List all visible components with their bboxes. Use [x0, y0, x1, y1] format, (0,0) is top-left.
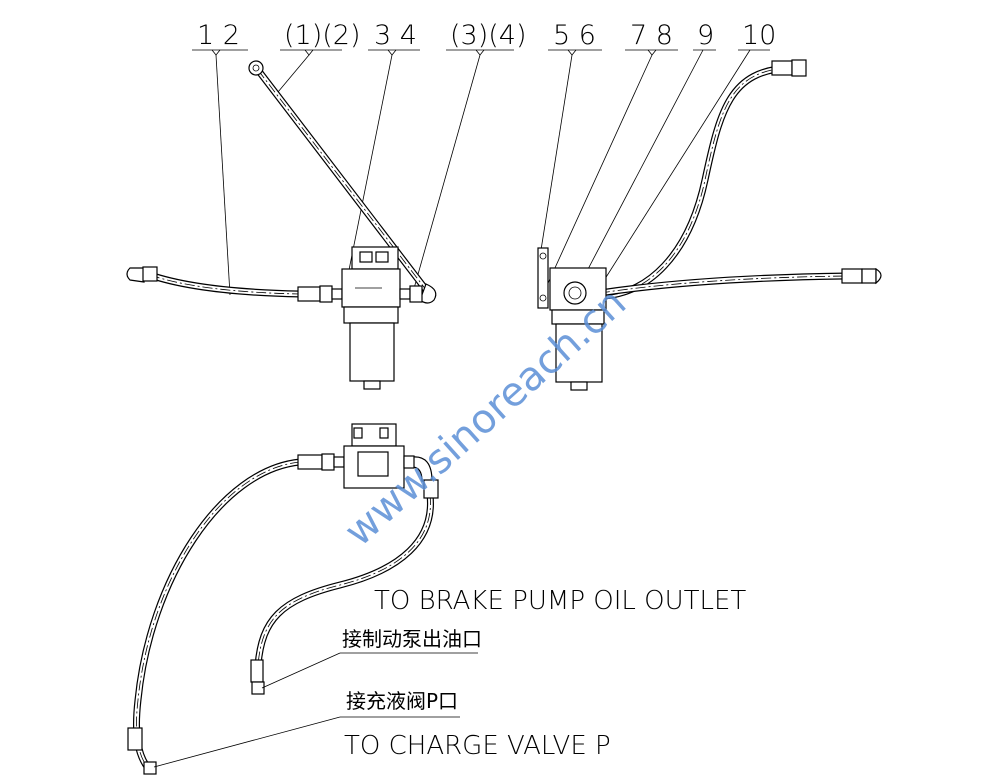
callout-3-4: 3 4	[374, 20, 417, 51]
nut-hex-left	[319, 285, 333, 303]
ferrule-charge	[127, 727, 143, 751]
elbow-fitting	[419, 283, 437, 304]
elbow-brake	[411, 456, 433, 482]
ferrule-top	[771, 60, 793, 76]
nut-charge	[143, 761, 157, 775]
callout-labels: 1 2 (1)(2) 3 4 (3)(4) 5 6 7 8 9 10	[197, 20, 776, 51]
view-2-assembly	[537, 59, 882, 391]
callout-7-8: 7 8	[630, 20, 673, 51]
nut-brake	[251, 681, 265, 695]
nut-left	[142, 266, 158, 282]
filter-bowl-2	[555, 323, 603, 383]
mounting-bracket	[537, 247, 549, 309]
callout-1-2: 1 2	[197, 20, 240, 51]
ferrule-left	[297, 286, 321, 302]
ferrule-brake	[250, 659, 264, 683]
ferrule-right	[841, 268, 863, 284]
callout-bracket-3-4: (3)(4)	[450, 20, 527, 51]
callout-leaders	[192, 49, 770, 296]
ferrule-bottom-left	[297, 454, 323, 470]
callout-bracket-1-2: (1)(2)	[284, 20, 361, 51]
caption-charge-en: TO CHARGE VALVE P	[344, 731, 611, 761]
hose-end-left	[126, 267, 145, 283]
adapter-left	[331, 288, 343, 300]
callout-5-6: 5 6	[553, 20, 596, 51]
filter-head-top	[351, 246, 399, 270]
filter-collar	[343, 306, 399, 324]
port-captions: TO BRAKE PUMP OIL OUTLET 接制动泵出油口 接充液阀P口 …	[153, 586, 746, 768]
callout-9: 9	[697, 20, 714, 51]
view-1-assembly	[126, 60, 437, 390]
drain-plug	[363, 380, 381, 390]
caption-charge-cn: 接充液阀P口	[346, 689, 458, 713]
filter-bowl	[349, 322, 395, 382]
callout-10: 10	[742, 20, 776, 51]
nut-top	[791, 59, 807, 77]
hose-end-fitting	[248, 60, 264, 76]
caption-brake-cn: 接制动泵出油口	[342, 627, 482, 651]
caption-brake-en: TO BRAKE PUMP OIL OUTLET	[374, 586, 746, 616]
view-3-assembly	[127, 423, 439, 775]
